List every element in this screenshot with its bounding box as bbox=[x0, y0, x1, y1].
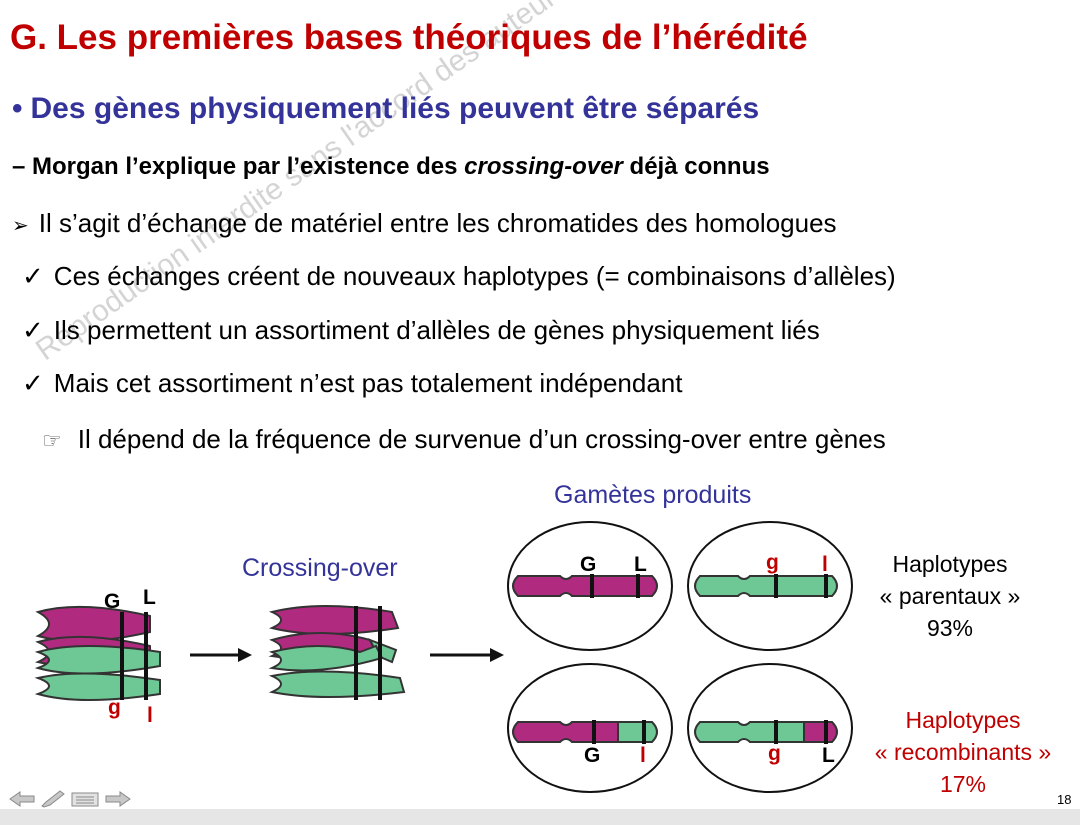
parent-chromosomes: G L g l bbox=[34, 586, 161, 727]
subtitle-text: Des gènes physiquement liés peuvent être… bbox=[30, 92, 760, 125]
bottom-bar bbox=[0, 809, 1080, 825]
parental-percent: 93% bbox=[926, 615, 974, 641]
bullet-line-5-text: Il dépend de la fréquence de survenue d’… bbox=[77, 424, 886, 454]
arrow-bullet-icon: ➢ bbox=[12, 215, 29, 237]
gamete-allele-G: G bbox=[584, 744, 600, 767]
parental-line-1: Haplotypes bbox=[892, 551, 1008, 577]
morgan-line-post: déjà connus bbox=[622, 153, 770, 180]
morgan-line-em: crossing-over bbox=[464, 153, 623, 180]
recomb-line-1: Haplotypes bbox=[905, 707, 1021, 733]
menu-icon[interactable] bbox=[71, 792, 99, 807]
subtitle: •Des gènes physiquement liés peuvent êtr… bbox=[12, 92, 759, 126]
bullet-line-5: ☞ Il dépend de la fréquence de survenue d… bbox=[42, 424, 886, 455]
recomb-percent: 17% bbox=[939, 771, 987, 797]
slide-navigation bbox=[9, 790, 131, 808]
chromosome-Gl: G l bbox=[512, 720, 658, 767]
chromosome-gl: g l bbox=[694, 551, 838, 598]
pen-icon[interactable] bbox=[41, 790, 65, 808]
recombinant-haplotypes-label: Haplotypes « recombinants » 17% bbox=[858, 704, 1068, 800]
back-arrow-icon[interactable] bbox=[9, 791, 35, 807]
chromosome-GL: G L bbox=[512, 553, 658, 598]
morgan-line: – Morgan l’explique par l’existence des … bbox=[12, 153, 770, 181]
slide-title: G. Les premières bases théoriques de l’h… bbox=[10, 18, 808, 57]
bullet-line-4: ✓ Mais cet assortiment n’est pas totaleme… bbox=[22, 368, 682, 399]
check-icon: ✓ bbox=[22, 315, 44, 345]
bullet-line-3-text: Ils permettent un assortiment d’allèles … bbox=[53, 315, 820, 345]
bullet-line-2: ✓ Ces échanges créent de nouveaux haploty… bbox=[22, 261, 896, 292]
check-icon: ✓ bbox=[22, 368, 44, 398]
check-icon: ✓ bbox=[22, 261, 44, 291]
bullet-line-1: ➢ Il s’agit d’échange de matériel entre l… bbox=[12, 208, 837, 239]
gametes-label: Gamètes produits bbox=[554, 481, 752, 509]
forward-arrow-icon[interactable] bbox=[105, 791, 131, 807]
gamete-allele-l: l bbox=[640, 744, 646, 767]
page-number: 18 bbox=[1057, 792, 1072, 807]
chromosome-gL: g L bbox=[694, 720, 838, 767]
gamete-allele-L: L bbox=[822, 744, 835, 767]
bullet-line-2-text: Ces échanges créent de nouveaux haplotyp… bbox=[53, 261, 896, 291]
allele-L-label: L bbox=[143, 586, 156, 609]
gamete-allele-l: l bbox=[822, 553, 828, 576]
gamete-allele-L: L bbox=[634, 553, 647, 576]
recomb-line-2: « recombinants » bbox=[874, 739, 1052, 765]
arrow-to-gametes-icon bbox=[430, 648, 504, 662]
gamete-allele-g: g bbox=[766, 551, 779, 574]
arrow-to-crossing-icon bbox=[190, 648, 252, 662]
crossing-over-label: Crossing-over bbox=[242, 554, 398, 582]
bullet-line-1-text: Il s’agit d’échange de matériel entre le… bbox=[38, 208, 837, 238]
pointing-hand-icon: ☞ bbox=[42, 428, 62, 453]
allele-g-label: g bbox=[108, 696, 121, 719]
morgan-line-pre: – Morgan l’explique par l’existence des bbox=[12, 153, 465, 180]
bullet-line-4-text: Mais cet assortiment n’est pas totalemen… bbox=[53, 368, 683, 398]
gamete-allele-G: G bbox=[580, 553, 596, 576]
allele-l-label: l bbox=[147, 704, 153, 727]
bullet-line-3: ✓ Ils permettent un assortiment d’allèles… bbox=[22, 315, 820, 346]
gamete-allele-g: g bbox=[768, 742, 781, 765]
parental-line-2: « parentaux » bbox=[879, 583, 1021, 609]
parental-haplotypes-label: Haplotypes « parentaux » 93% bbox=[868, 548, 1032, 644]
subtitle-bullet: • bbox=[12, 92, 23, 125]
allele-G-label: G bbox=[104, 590, 120, 613]
crossing-chromosomes bbox=[268, 605, 406, 700]
